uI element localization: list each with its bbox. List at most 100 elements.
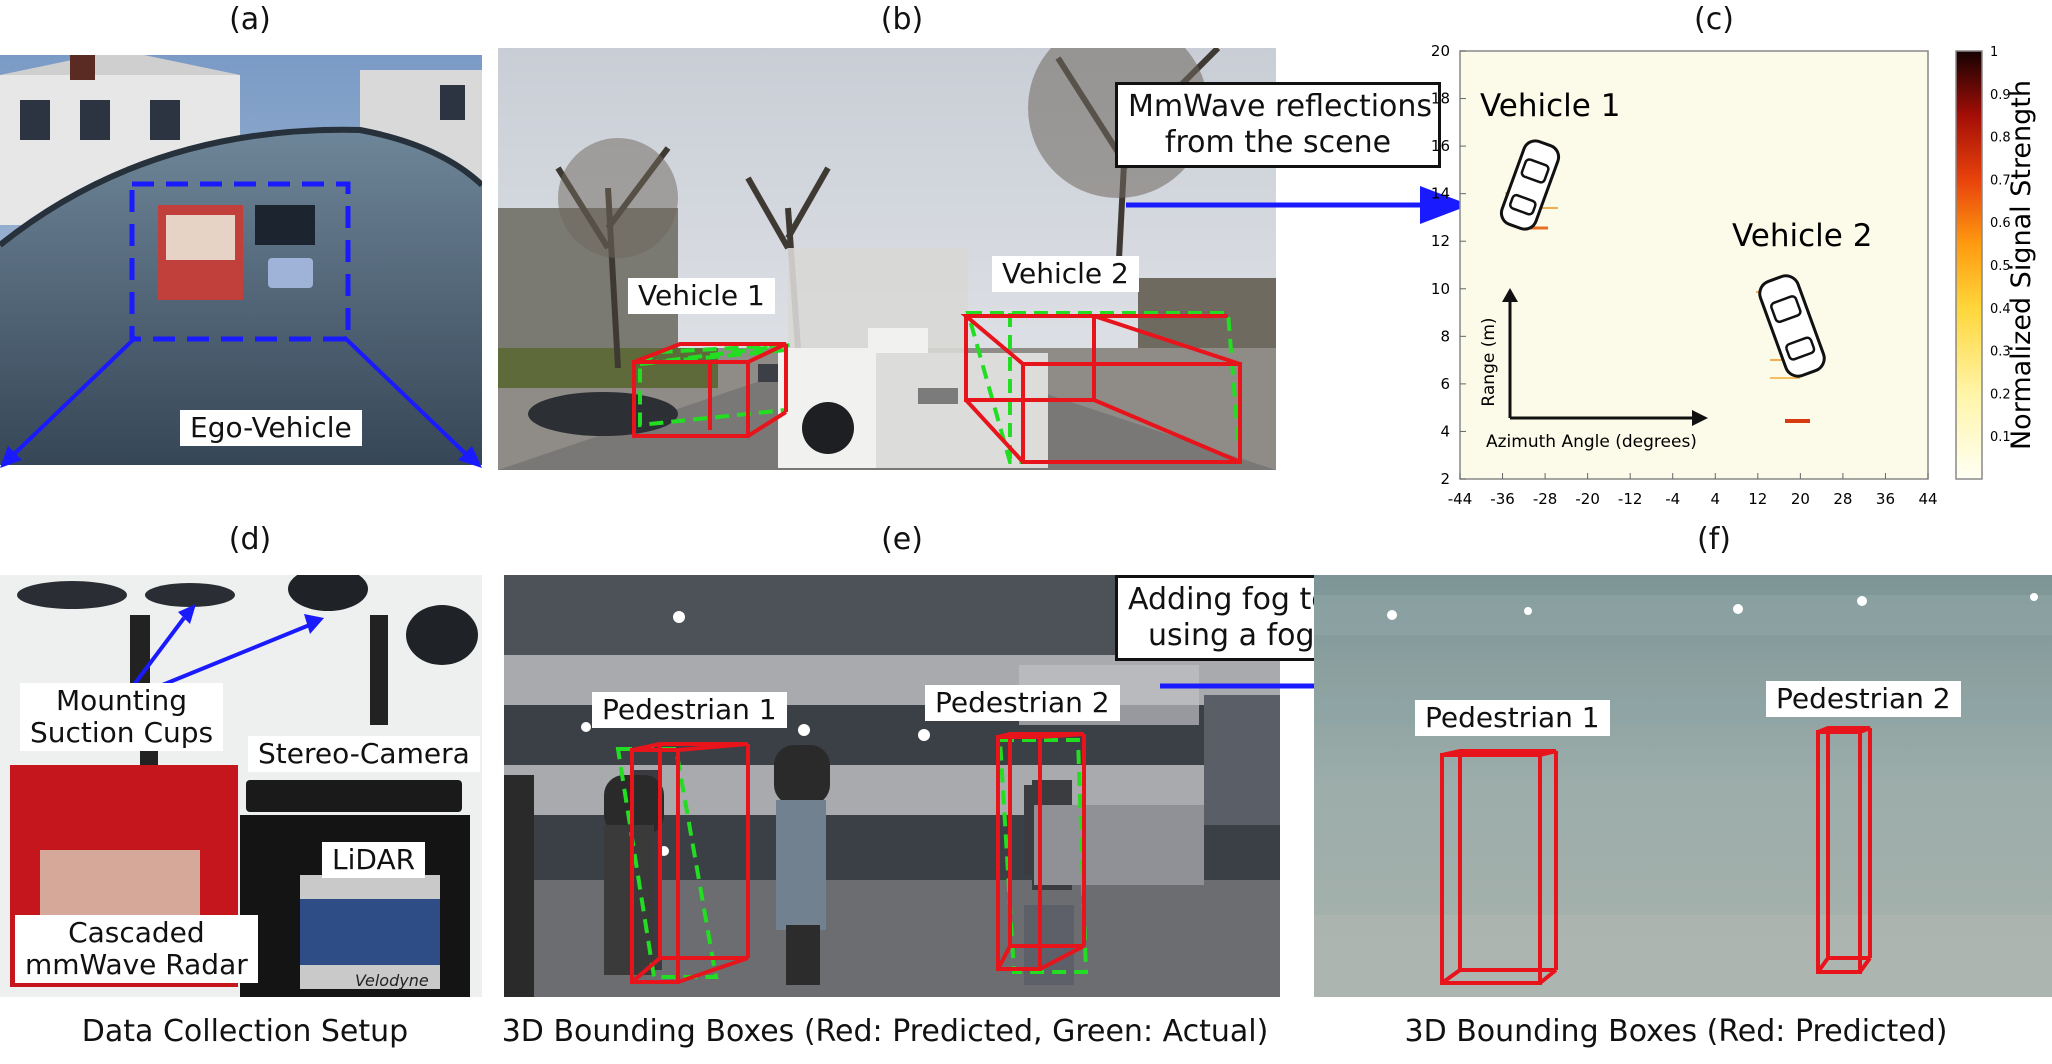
mmwave-arrow-head	[1420, 186, 1470, 224]
x-tick-label: -36	[1490, 490, 1515, 508]
y-tick-labels: 2 4 6 8 10 12 14 16 18 20	[1431, 42, 1466, 488]
x-tick-label: -28	[1533, 490, 1558, 508]
panel-label-b: (b)	[880, 2, 924, 37]
vehicle1-car-icon	[1499, 139, 1561, 231]
mmwave-callout-line2: from the scene	[1164, 125, 1392, 160]
arrow-right	[342, 335, 472, 460]
pedestrian2-box-actual	[997, 738, 1089, 974]
foggy-pedestrian1-box-predicted	[1440, 749, 1558, 985]
panel-label-a: (a)	[229, 2, 271, 37]
suction-cups-line1: Mounting	[56, 684, 188, 717]
colorbar-tick-label: 0.2	[1990, 387, 2011, 402]
x-tick-label: -44	[1448, 490, 1473, 508]
pedestrian1-box-predicted	[630, 742, 750, 984]
mmwave-callout: MmWave reflections from the scene	[1115, 82, 1441, 168]
y-tick-label: 4	[1440, 422, 1450, 440]
arrow-right-head	[458, 446, 482, 468]
heatmap-plot-area	[1459, 50, 1929, 480]
suction-arrow-1-head	[178, 604, 196, 624]
range-axis-arrow-head	[1502, 288, 1518, 302]
panel-label-c: (c)	[1694, 2, 1734, 37]
pedestrian2-box-predicted	[996, 732, 1086, 971]
colorbar	[1955, 50, 1983, 480]
colorbar-tick-label: 0.7	[1990, 173, 2011, 188]
radar-line2: mmWave Radar	[25, 948, 248, 982]
colorbar-tick-labels: 1 0.9 0.8 0.7 0.6 0.5 0.4 0.3 0.2 0.1	[1990, 45, 2011, 445]
suction-arrow-2-head	[304, 614, 324, 634]
colorbar-tick-label: 0.9	[1990, 88, 2011, 103]
colorbar-tick-label: 0.6	[1990, 216, 2011, 231]
ego-vehicle-photo	[0, 55, 482, 465]
x-tick-label: 4	[1710, 490, 1720, 508]
vehicle2-car-icon	[1758, 274, 1826, 378]
vehicle1-label: Vehicle 1	[628, 278, 775, 315]
x-tick-label: -12	[1618, 490, 1643, 508]
pedestrian1-box-actual	[615, 747, 719, 979]
caption-data-collection: Data Collection Setup	[81, 1014, 409, 1049]
vehicle2-label: Vehicle 2	[992, 256, 1139, 293]
arrow-left	[8, 335, 138, 460]
foggy-pedestrian2-box-predicted	[1816, 726, 1872, 974]
pedestrian1-label: Pedestrian 1	[592, 692, 787, 729]
range-label: Range (m)	[1479, 317, 1499, 406]
vehicle1-box-predicted	[632, 342, 788, 438]
azimuth-axis-arrow-head	[1692, 410, 1708, 426]
colorbar-tick-label: 0.1	[1990, 430, 2011, 445]
suction-arrow-1	[128, 616, 186, 692]
panel-label-d: (d)	[228, 522, 272, 557]
colorbar-tick-label: 0.3	[1990, 345, 2011, 360]
colorbar-tick-label: 0.4	[1990, 302, 2011, 317]
pedestrian2-label: Pedestrian 2	[925, 685, 1120, 722]
panel-label-f: (f)	[1697, 522, 1731, 557]
y-tick-label: 16	[1431, 137, 1450, 155]
y-tick-label: 6	[1440, 375, 1450, 393]
vehicle2-box-predicted	[960, 314, 1242, 464]
stereo-camera-label: Stereo-Camera	[248, 736, 480, 773]
x-tick-label: -20	[1575, 490, 1600, 508]
foggy-scene	[1314, 575, 2052, 997]
suction-cups-line2: Suction Cups	[30, 716, 214, 750]
y-tick-label: 8	[1440, 327, 1450, 345]
mmwave-callout-line1: MmWave reflections	[1128, 89, 1433, 124]
x-tick-label: 28	[1833, 490, 1852, 508]
caption-bounding-boxes-predicted: 3D Bounding Boxes (Red: Predicted)	[1404, 1014, 1948, 1049]
sensor-highlight-box	[129, 181, 351, 342]
y-tick-label: 20	[1431, 42, 1450, 60]
colorbar-tick-label: 0.8	[1990, 131, 2011, 146]
foggy-pedestrian1-label: Pedestrian 1	[1415, 700, 1610, 737]
y-tick-label: 12	[1431, 232, 1450, 250]
suction-cups-label: Mounting Suction Cups	[20, 683, 224, 752]
velodyne-logo: Velodyne	[355, 971, 429, 990]
y-tick-label: 2	[1440, 470, 1450, 488]
y-tick-label: 18	[1431, 90, 1450, 108]
panel-label-e: (e)	[881, 522, 923, 557]
x-tick-label: -4	[1665, 490, 1680, 508]
heatmap-vehicle1-label: Vehicle 1	[1480, 88, 1620, 124]
x-tick-label: 44	[1918, 490, 1937, 508]
x-tick-label: 12	[1748, 490, 1767, 508]
colorbar-label: Normalized Signal Strength	[2006, 80, 2037, 450]
y-tick-label: 10	[1431, 280, 1450, 298]
ego-vehicle-scene	[0, 55, 482, 465]
x-tick-label: 20	[1791, 490, 1810, 508]
radar-line1: Cascaded	[68, 916, 205, 949]
colorbar-tick-label: 1	[1990, 45, 1998, 60]
lidar-label: LiDAR	[322, 842, 426, 879]
arrow-left-head	[0, 446, 22, 468]
azimuth-label: Azimuth Angle (degrees)	[1486, 432, 1697, 452]
suction-arrow-2	[149, 622, 313, 692]
ego-vehicle-label: Ego-Vehicle	[180, 410, 362, 447]
heatmap-vehicle2-label: Vehicle 2	[1732, 218, 1872, 254]
foggy-scene-photo	[1314, 575, 2052, 997]
foggy-pedestrian2-label: Pedestrian 2	[1766, 681, 1961, 718]
caption-bounding-boxes-actual: 3D Bounding Boxes (Red: Predicted, Green…	[501, 1014, 1269, 1049]
y-tick-label: 14	[1431, 185, 1450, 203]
colorbar-tick-label: 0.5	[1990, 259, 2011, 274]
x-tick-label: 36	[1876, 490, 1895, 508]
